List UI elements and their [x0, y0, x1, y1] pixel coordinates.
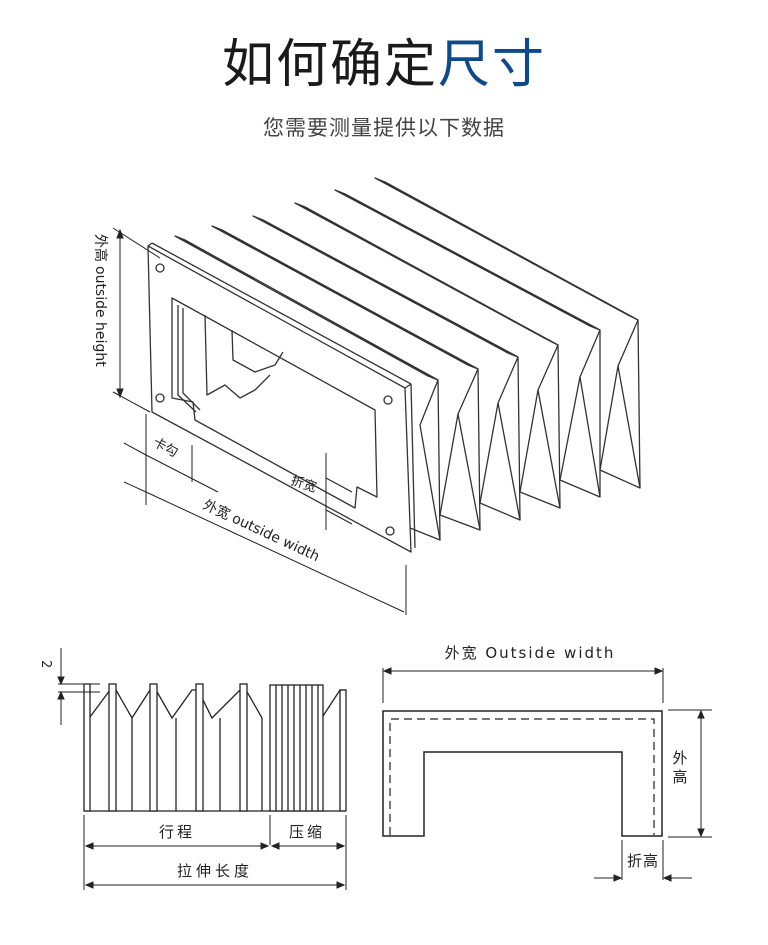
fold-height-label: 折高 [627, 852, 659, 870]
title-accent: 尺寸 [438, 35, 547, 95]
section-view-diagram [382, 710, 663, 837]
fold-width-label: 折宽 [289, 473, 319, 496]
hook-label: 卡勾 [150, 435, 180, 460]
page-subtitle: 您需要测量提供以下数据 [263, 116, 505, 140]
side-view-dimensions [57, 648, 347, 890]
compressed-section [269, 684, 324, 812]
hook-dim-line [145, 454, 219, 493]
section-outside-height-label-2: 高 [672, 768, 687, 786]
section-view-dimensions [382, 667, 712, 882]
iso-dimensions [112, 227, 407, 615]
page-title: 如何确定尺寸 [0, 30, 768, 100]
bolt-hole-icon [155, 393, 165, 403]
end-plate [83, 683, 91, 812]
outside-width-dim-line [145, 491, 405, 613]
side-view-diagram [83, 683, 347, 812]
pleat-side-folds [409, 319, 641, 541]
front-flange [147, 242, 416, 553]
inner-dashed-outline [389, 718, 655, 835]
bolt-hole-icon [385, 526, 395, 536]
outside-height-label: 外高outside height [92, 234, 109, 367]
bolt-hole-icon [155, 263, 165, 273]
pleat-top-2 [334, 189, 601, 331]
u-profile [382, 710, 663, 837]
bolt-hole-icon [383, 395, 393, 405]
pleat-top-1 [374, 177, 639, 321]
section-outside-height-label-1: 外 [672, 749, 687, 767]
title-main: 如何确定 [221, 35, 438, 95]
section-outside-width-label: 外宽 Outside width [445, 644, 616, 662]
extended-length-label: 拉伸长度 [177, 862, 253, 880]
stroke-label: 行程 [159, 823, 195, 841]
compressed-label: 压缩 [289, 823, 325, 841]
outside-width-label: 外宽outside width [200, 496, 322, 565]
thickness-label: 2 [38, 660, 53, 668]
